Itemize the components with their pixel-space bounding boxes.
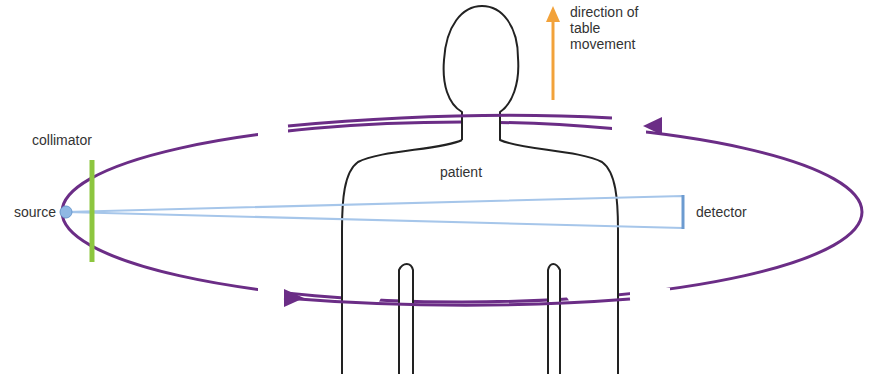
table-direction-arrow xyxy=(552,20,555,100)
rotation-path xyxy=(284,298,630,305)
part-label: detector xyxy=(696,204,776,220)
rotation-arrowhead xyxy=(643,117,662,135)
part-label: collimator xyxy=(32,132,122,148)
part-label: patient xyxy=(440,164,510,180)
part-label: source xyxy=(14,204,56,220)
patient-silhouette xyxy=(342,6,618,374)
x-ray-beam xyxy=(66,196,683,228)
collimator-plate xyxy=(90,160,95,262)
path-gap xyxy=(258,288,284,308)
x-ray-source xyxy=(60,206,72,218)
path-gap xyxy=(612,116,646,136)
table-direction-arrowhead xyxy=(546,6,560,22)
rotation-path xyxy=(288,115,612,126)
rotation-path xyxy=(62,122,862,302)
direction-label: direction of table movement xyxy=(570,4,642,52)
path-gap xyxy=(630,288,670,308)
detector-bar xyxy=(682,195,685,229)
path-gap xyxy=(258,120,288,140)
rotation-arrowhead xyxy=(284,289,304,307)
